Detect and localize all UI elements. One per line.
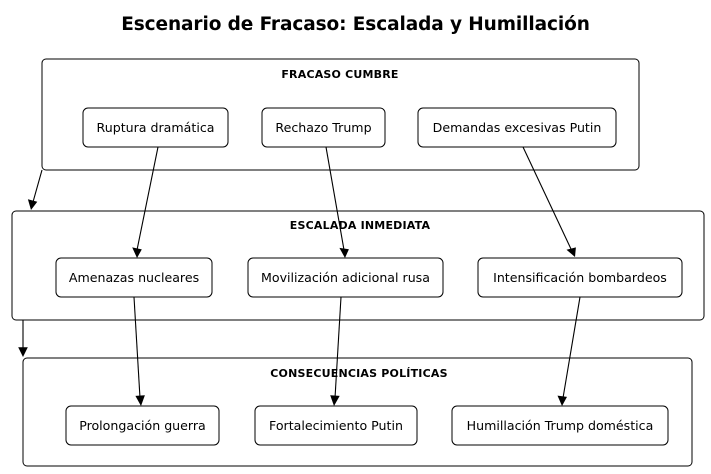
- cluster-fracaso-cumbre: FRACASO CUMBRE Ruptura dramática Rechazo…: [41, 58, 640, 171]
- arrow-head-icon: [132, 247, 142, 258]
- node-box-movilizacion-adicional-rusa[interactable]: [247, 257, 444, 298]
- node-label-movilizacion-adicional-rusa: Movilización adicional rusa: [261, 270, 430, 285]
- edge-amenazas-nucleares-to-prolongacion-guerra: [133, 296, 145, 406]
- node-fortalecimiento-putin[interactable]: Fortalecimiento Putin: [254, 405, 418, 446]
- node-intensificacion-bombardeos[interactable]: Intensificación bombardeos: [477, 257, 683, 298]
- arrow-head-icon: [339, 247, 349, 258]
- node-demandas-excesivas-putin[interactable]: Demandas excesivas Putin: [417, 107, 617, 148]
- node-rechazo-trump[interactable]: Rechazo Trump: [261, 107, 386, 148]
- arrow-head-icon: [27, 199, 38, 210]
- node-box-fortalecimiento-putin[interactable]: [254, 405, 418, 446]
- arrow-head-icon: [330, 395, 340, 406]
- arrow-head-icon: [566, 247, 576, 257]
- edge-ruptura-dramatica-to-amenazas-nucleares: [132, 146, 159, 258]
- node-box-ruptura-dramatica[interactable]: [82, 107, 229, 148]
- node-box-humillacion-trump-domestica[interactable]: [451, 405, 669, 446]
- node-humillacion-trump-domestica[interactable]: Humillación Trump doméstica: [451, 405, 669, 446]
- node-label-demandas-excesivas-putin: Demandas excesivas Putin: [433, 120, 602, 135]
- node-box-prolongacion-guerra[interactable]: [65, 405, 220, 446]
- node-label-intensificacion-bombardeos: Intensificación bombardeos: [493, 270, 667, 285]
- arrow-head-icon: [18, 347, 28, 357]
- cluster-consecuencias-politicas: CONSECUENCIAS POLÍTICAS Prolongación gue…: [22, 357, 693, 467]
- node-ruptura-dramatica[interactable]: Ruptura dramática: [82, 107, 229, 148]
- node-label-ruptura-dramatica: Ruptura dramática: [97, 120, 215, 135]
- node-label-amenazas-nucleares: Amenazas nucleares: [69, 270, 199, 285]
- node-label-rechazo-trump: Rechazo Trump: [275, 120, 371, 135]
- node-box-demandas-excesivas-putin[interactable]: [417, 107, 617, 148]
- node-amenazas-nucleares[interactable]: Amenazas nucleares: [55, 257, 213, 298]
- node-movilizacion-adicional-rusa[interactable]: Movilización adicional rusa: [247, 257, 444, 298]
- node-label-humillacion-trump-domestica: Humillación Trump doméstica: [467, 418, 654, 433]
- page-title: Escenario de Fracaso: Escalada y Humilla…: [121, 14, 590, 35]
- arrow-head-icon: [135, 395, 145, 406]
- cluster-label-escalada-inmediata: ESCALADA INMEDIATA: [290, 219, 431, 232]
- edge-demandas-excesivas-putin-to-intensificacion-bombardeos: [522, 146, 576, 257]
- arrow-head-icon: [557, 395, 567, 406]
- edge-movilizacion-adicional-rusa-to-fortalecimiento-putin: [330, 296, 342, 406]
- node-label-prolongacion-guerra: Prolongación guerra: [79, 418, 206, 433]
- node-prolongacion-guerra[interactable]: Prolongación guerra: [65, 405, 220, 446]
- cluster-label-fracaso-cumbre: FRACASO CUMBRE: [281, 68, 398, 81]
- node-box-rechazo-trump[interactable]: [261, 107, 386, 148]
- edge-intensificacion-bombardeos-to-humillacion-trump-domestica: [557, 296, 581, 406]
- edge-rechazo-trump-to-movilizacion-adicional-rusa: [325, 146, 349, 258]
- edge-fracaso-cumbre-to-escalada-inmediata: [27, 169, 43, 210]
- cluster-label-consecuencias-politicas: CONSECUENCIAS POLÍTICAS: [270, 367, 447, 380]
- edge-escalada-inmediata-to-consecuencias-politicas: [18, 320, 28, 357]
- node-label-fortalecimiento-putin: Fortalecimiento Putin: [269, 418, 403, 433]
- cluster-escalada-inmediata: ESCALADA INMEDIATA Amenazas nucleares Mo…: [11, 210, 705, 321]
